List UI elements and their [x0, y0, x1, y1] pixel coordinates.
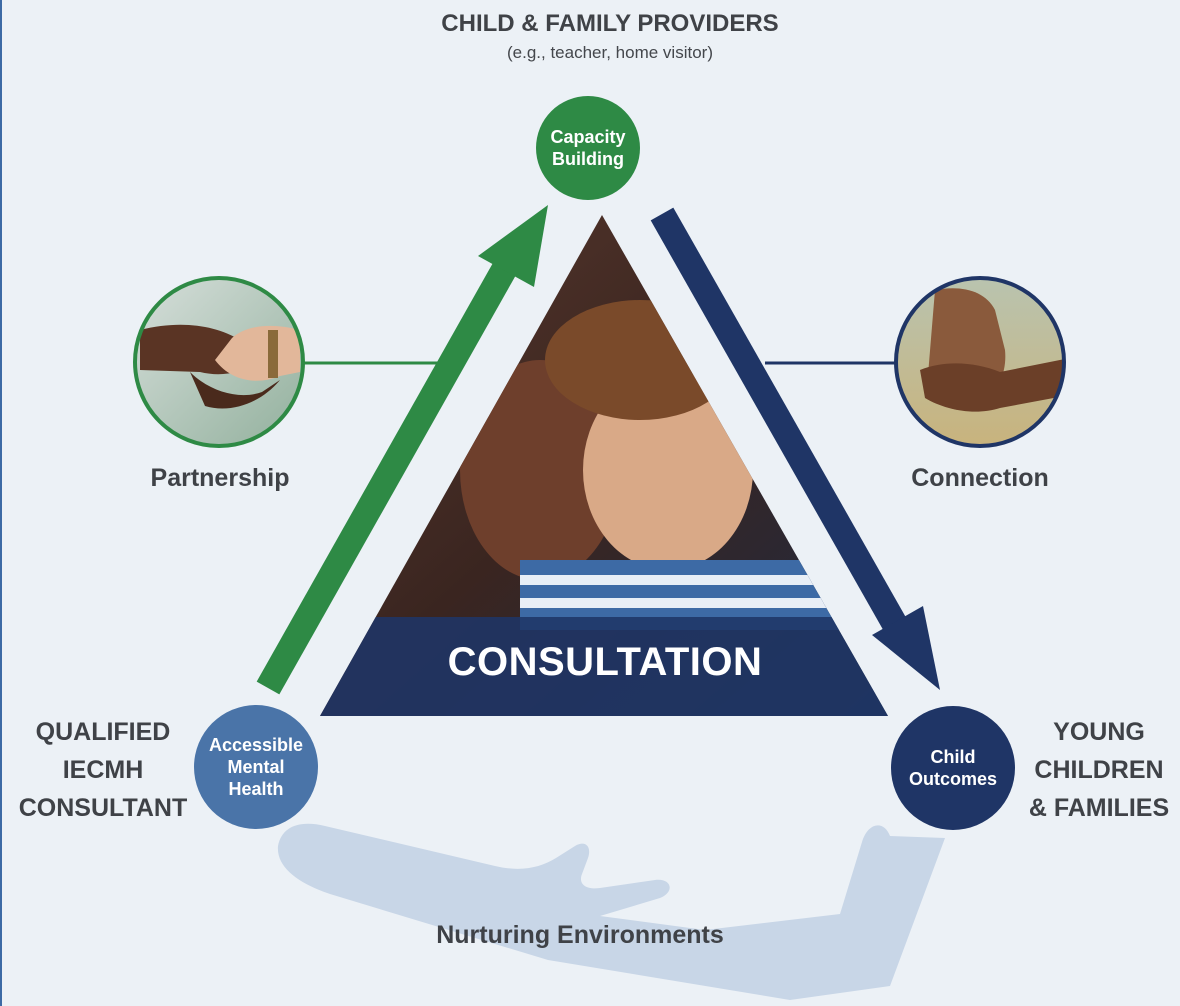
capacity-line: Capacity — [550, 127, 626, 147]
consultation-label: CONSULTATION — [447, 640, 763, 684]
health-line: Health — [228, 779, 284, 799]
left-border — [0, 0, 2, 1006]
nurturing-environments-label: Nurturing Environments — [436, 921, 724, 949]
partnership-label: Partnership — [150, 464, 290, 492]
open-hand-icon — [277, 823, 946, 1000]
navy-arrow-down — [650, 207, 940, 690]
child-line: Child — [930, 747, 976, 767]
outcomes-line: Outcomes — [908, 769, 998, 789]
mental-line: Mental — [227, 757, 285, 777]
accessible-line: Accessible — [208, 735, 304, 755]
connection-label: Connection — [911, 464, 1049, 492]
child-outcomes-label: Child Outcomes — [891, 746, 1015, 790]
consultant-line: CONSULTANT — [18, 794, 188, 822]
accessible-mental-health-node — [194, 705, 318, 829]
iecmh-line: IECMH — [62, 756, 144, 784]
holding-hands-photo — [894, 276, 1066, 448]
qualified-line: QUALIFIED — [35, 718, 171, 746]
capacity-building-label: Capacity Building — [536, 126, 640, 170]
providers-title: CHILD & FAMILY PROVIDERS — [441, 10, 779, 37]
handshake-photo — [133, 276, 305, 448]
building-line: Building — [552, 149, 624, 169]
children-line: CHILDREN — [1034, 756, 1164, 784]
green-arrow-up — [256, 205, 548, 695]
providers-subtitle: (e.g., teacher, home visitor) — [507, 43, 713, 62]
families-line: & FAMILIES — [1028, 794, 1170, 822]
families-role-label: YOUNG CHILDREN & FAMILIES — [1018, 713, 1180, 827]
consultant-role-label: QUALIFIED IECMH CONSULTANT — [8, 713, 198, 827]
child-outcomes-node — [891, 706, 1015, 830]
accessible-mental-health-label: Accessible Mental Health — [194, 734, 318, 800]
capacity-building-node — [536, 96, 640, 200]
young-line: YOUNG — [1053, 718, 1145, 746]
